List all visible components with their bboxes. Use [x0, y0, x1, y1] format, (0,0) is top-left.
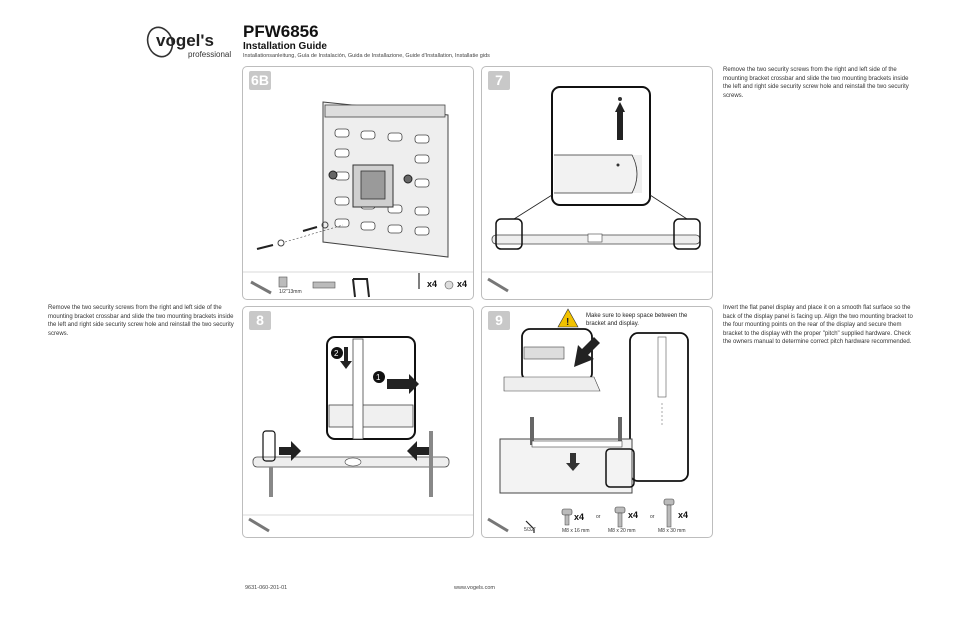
logo-subtext: professional — [188, 50, 231, 59]
panel-step-6b: 6B 1/2"13mm x4 — [242, 66, 474, 300]
step-number-9: 9 — [488, 311, 510, 330]
website-link[interactable]: www.vogels.com — [454, 585, 495, 591]
screw3-quantity: x4 — [678, 510, 689, 520]
step7-text: Remove the two security screws from the … — [723, 67, 909, 99]
svg-text:!: ! — [566, 317, 569, 328]
screw2-size: M8 x 20 mm — [608, 528, 636, 534]
product-title: PFW6856 — [243, 22, 319, 41]
wrench-size-label: 1/2"13mm — [279, 289, 302, 295]
bolt-quantity: x4 — [427, 279, 438, 289]
svg-text:2: 2 — [334, 349, 339, 358]
panel-step-9: 9 ! Make sure to keep space between the … — [481, 306, 713, 538]
language-list: Installationsanleitung, Guía de Instalac… — [243, 53, 490, 59]
panel-step-8: 8 2 1 — [242, 306, 474, 538]
screw1-size: M8 x 16 mm — [562, 528, 590, 534]
mount-display-illustration: ! — [487, 308, 689, 533]
bracket-assembly-illustration — [243, 101, 473, 298]
panel-step-7: 7 — [481, 66, 713, 300]
vogels-logo: vogel's professional — [146, 22, 238, 64]
svg-text:1: 1 — [376, 373, 381, 382]
or-label-1: or — [596, 514, 601, 520]
security-screw-illustration — [482, 86, 712, 293]
step8-text: Remove the two security screws from the … — [48, 305, 234, 337]
screw3-size: M8 x 30 mm — [658, 528, 686, 534]
document-number: 9631-060-201-01 — [245, 585, 288, 591]
or-label-2: or — [650, 514, 655, 520]
hex-key-size: 5/32" — [524, 527, 536, 533]
washer-quantity: x4 — [457, 279, 468, 289]
slide-bracket-illustration: 2 1 — [243, 336, 473, 533]
step-number-8: 8 — [249, 311, 271, 330]
step-number-6b: 6B — [249, 71, 271, 90]
guide-title: Installation Guide — [243, 41, 327, 52]
step9-text: Invert the flat panel display and place … — [723, 305, 913, 346]
logo-text: vogel's — [156, 31, 214, 50]
screw1-quantity: x4 — [574, 512, 585, 522]
warning-text: Make sure to keep space between the brac… — [586, 313, 688, 327]
screw2-quantity: x4 — [628, 510, 639, 520]
warning-icon — [557, 308, 579, 328]
step-number-7: 7 — [488, 71, 510, 90]
